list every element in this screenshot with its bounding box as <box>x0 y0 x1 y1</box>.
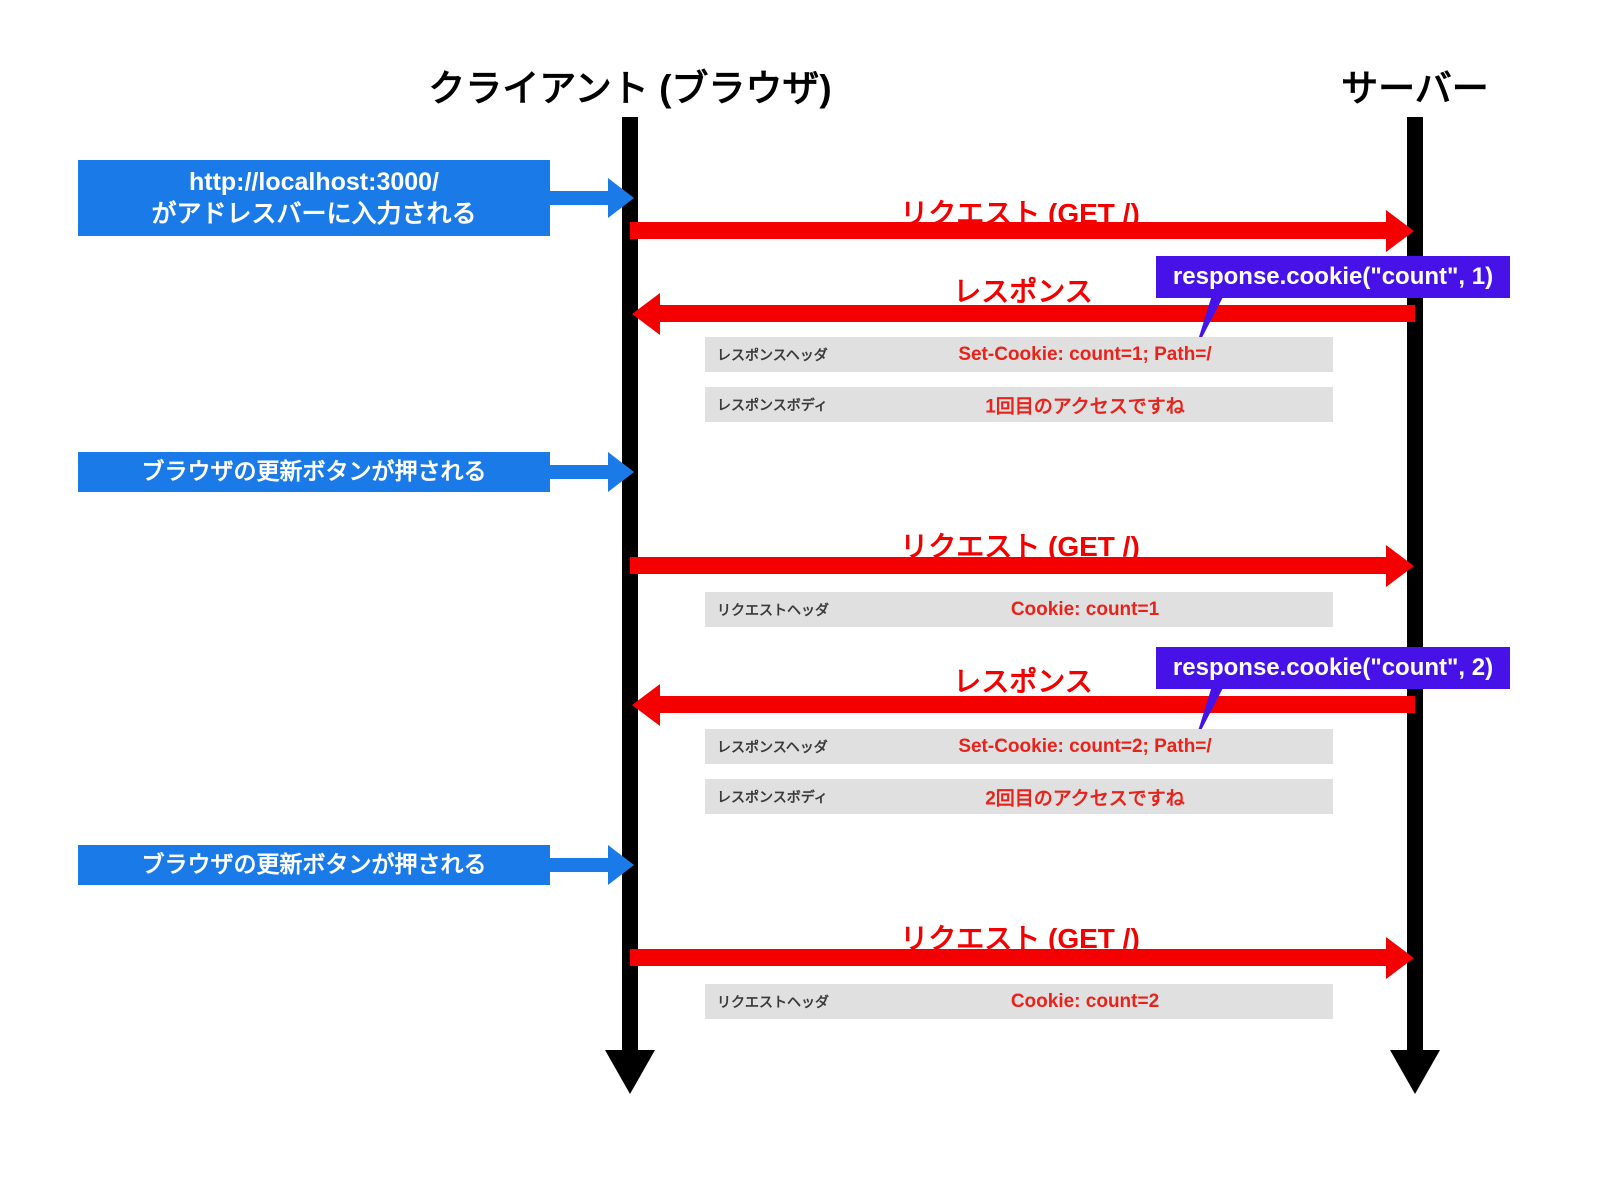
actor-box-line: ブラウザの更新ボタンが押される <box>141 458 487 485</box>
detail-row: レスポンスボディ 2回目のアクセスですね <box>705 779 1333 814</box>
detail-row-value: Cookie: count=1 <box>1010 598 1160 620</box>
detail-row-label: リクエストヘッダ <box>717 601 829 618</box>
actor-arrow-head-icon <box>608 845 634 885</box>
lifeline-server <box>1407 117 1423 1052</box>
actor-box-url-entered: http://localhost:3000/ がアドレスバーに入力される <box>78 160 550 236</box>
actor-arrow-shaft <box>550 858 612 872</box>
detail-row-label: レスポンスヘッダ <box>717 738 828 755</box>
callout-response-cookie-2: response.cookie("count", 2) <box>1156 647 1510 689</box>
message-label-response-1: レスポンス <box>953 276 1093 307</box>
message-label-request-2: リクエスト (GET /) <box>900 531 1140 562</box>
detail-row-label: レスポンスボディ <box>717 396 828 413</box>
actor-box-line: がアドレスバーに入力される <box>151 200 477 228</box>
message-shaft-request-2 <box>630 557 1388 574</box>
detail-row: レスポンスボディ 1回目のアクセスですね <box>705 387 1333 422</box>
detail-row-value: Set-Cookie: count=1; Path=/ <box>958 343 1212 365</box>
detail-row-label: リクエストヘッダ <box>717 993 829 1010</box>
message-shaft-request-1 <box>630 222 1388 239</box>
lifeline-server-arrowhead-icon <box>1390 1050 1440 1094</box>
message-label-response-2: レスポンス <box>953 666 1093 697</box>
detail-row: レスポンスヘッダ Set-Cookie: count=2; Path=/ <box>705 729 1333 764</box>
actor-box-line: http://localhost:3000/ <box>188 168 440 196</box>
message-arrowhead-request-2-icon <box>1386 545 1414 587</box>
callout-response-cookie-1: response.cookie("count", 1) <box>1156 256 1510 298</box>
lifeline-client <box>622 117 638 1052</box>
detail-row-value: 1回目のアクセスですね <box>985 396 1185 417</box>
message-shaft-response-2 <box>660 696 1415 713</box>
message-shaft-request-3 <box>630 949 1388 966</box>
lifeline-title-server: サーバー <box>1341 68 1489 109</box>
detail-row-value: 2回目のアクセスですね <box>985 788 1185 809</box>
actor-arrow-head-icon <box>608 178 634 218</box>
message-arrowhead-request-1-icon <box>1386 210 1414 252</box>
detail-row: リクエストヘッダ Cookie: count=2 <box>705 984 1333 1019</box>
actor-arrow-head-icon <box>608 452 634 492</box>
actor-box-line: ブラウザの更新ボタンが押される <box>141 851 487 878</box>
message-label-request-3: リクエスト (GET /) <box>900 923 1140 954</box>
detail-row-value: Cookie: count=2 <box>1010 990 1160 1012</box>
actor-arrow-shaft <box>550 191 612 205</box>
lifeline-client-arrowhead-icon <box>605 1050 655 1094</box>
lifeline-title-client: クライアント (ブラウザ) <box>428 68 832 109</box>
actor-box-refresh-2: ブラウザの更新ボタンが押される <box>78 845 550 885</box>
detail-row: レスポンスヘッダ Set-Cookie: count=1; Path=/ <box>705 337 1333 372</box>
detail-row-value: Set-Cookie: count=2; Path=/ <box>958 735 1212 757</box>
actor-box-refresh-1: ブラウザの更新ボタンが押される <box>78 452 550 492</box>
detail-row-label: レスポンスボディ <box>717 788 828 805</box>
message-arrowhead-response-2-icon <box>632 684 660 726</box>
message-shaft-response-1 <box>660 305 1415 322</box>
message-arrowhead-request-3-icon <box>1386 937 1414 979</box>
detail-row: リクエストヘッダ Cookie: count=1 <box>705 592 1333 627</box>
message-arrowhead-response-1-icon <box>632 293 660 335</box>
actor-arrow-shaft <box>550 465 612 479</box>
detail-row-label: レスポンスヘッダ <box>717 346 828 363</box>
